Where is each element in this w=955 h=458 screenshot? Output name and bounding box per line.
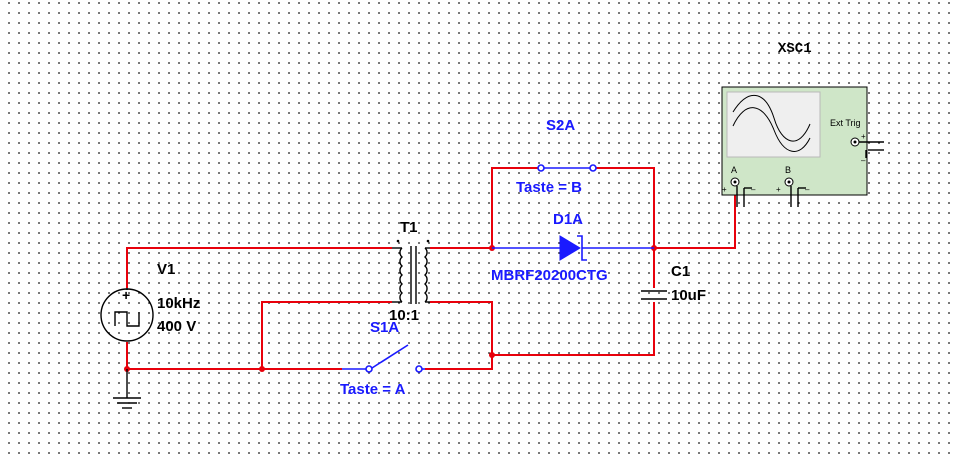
ground-icon [113,369,141,409]
switch-s2a[interactable] [537,164,597,172]
oscilloscope-ref-label: XSC1 [778,41,812,57]
diode-d1a[interactable] [492,235,654,261]
source-ref-label: V1 [157,261,175,278]
diode-ref-label: D1A [553,211,583,228]
transformer-ref-label: T1 [400,219,418,236]
junction-dot [489,352,495,358]
wire-s2-left[interactable] [491,167,538,248]
source-voltage-label: 400 V [157,318,196,335]
wire-secondary-bottom[interactable] [430,301,493,355]
channel-b-minus: – [805,185,810,194]
wire-to-scope[interactable] [654,185,736,249]
switch-s1a[interactable] [342,344,425,373]
square-wave-source-icon [114,311,140,327]
switch-s2-ref-label: S2A [546,117,575,134]
ext-trig-label: Ext Trig [830,118,861,128]
plus-sign: + [122,287,130,303]
channel-b-plus: + [776,185,781,194]
wire-s2-right[interactable] [596,167,655,248]
wire-s1-right[interactable] [425,355,493,370]
source-frequency-label: 10kHz [157,295,200,312]
voltage-source-v1[interactable]: + [100,287,154,342]
capacitor-c1[interactable] [641,290,667,300]
scope-trace-2 [732,107,811,152]
wire-source-top[interactable] [126,247,392,288]
oscilloscope-xsc1[interactable] [721,86,884,196]
capacitor-ref-label: C1 [671,263,690,280]
switch-s2-key-label: Taste = B [516,179,582,196]
diode-part-label: MBRF20200CTG [491,267,608,284]
switch-s1-key-label: Taste = A [340,381,406,398]
scope-channel-a[interactable] [730,177,752,207]
channel-b-label: B [785,165,791,175]
junction-dot [259,366,265,372]
capacitor-value-label: 10uF [671,287,706,304]
ext-trig-minus: – [861,156,866,165]
transformer-t1[interactable] [392,239,430,304]
transformer-ratio-label: 10:1 [389,307,419,324]
channel-a-label: A [731,165,737,175]
channel-a-minus: – [751,185,756,194]
switch-s1-ref-label: S1A [370,319,399,336]
wire-capacitor-bottom[interactable] [492,302,655,356]
channel-a-plus: + [722,185,727,194]
wires [124,167,736,372]
scope-channel-b[interactable] [784,177,806,207]
scope-trace-1 [732,94,811,142]
wire-primary-bottom[interactable] [261,301,392,369]
ext-trig-plus: + [861,132,866,141]
